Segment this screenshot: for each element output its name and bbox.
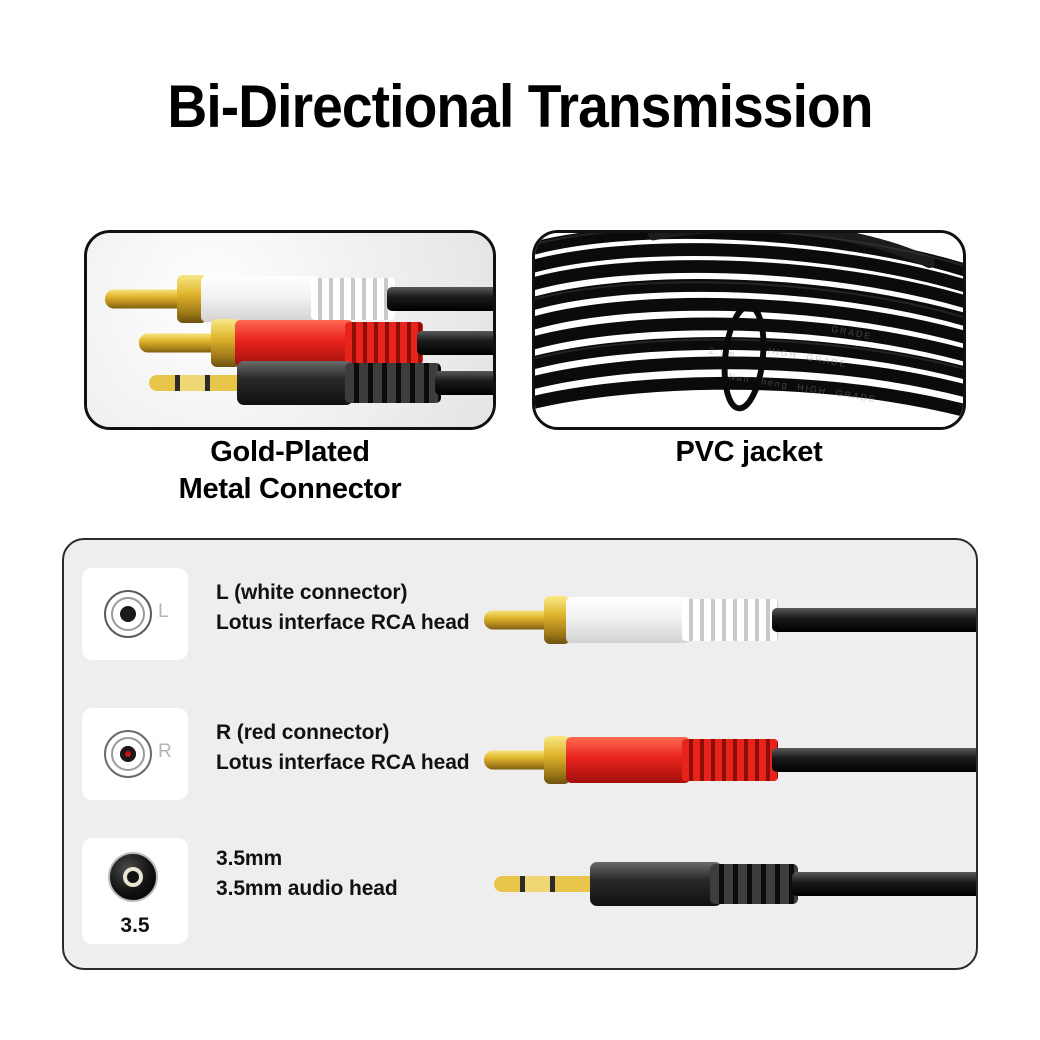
icon-tile-left: L — [82, 568, 188, 660]
spec-title: 3.5mm — [216, 847, 283, 870]
spec-subtitle: 3.5mm audio head — [216, 876, 398, 900]
plug-body-white — [566, 597, 690, 643]
coiled-cable-illustration: Nan sheng HIGH GRADE HIGH GRADE GRADE 2.… — [535, 233, 963, 417]
cable-black — [435, 371, 493, 395]
plug-body-red — [235, 320, 353, 366]
jack-rings — [104, 590, 152, 638]
connector-photo-white — [484, 560, 976, 680]
spec-text-3.5mm: 3.5mm 3.5mm audio head — [216, 844, 398, 904]
rca-connectors-photo — [87, 233, 493, 427]
plug-body-red — [566, 737, 690, 783]
feature-photo-pvc-jacket: Nan sheng HIGH GRADE HIGH GRADE GRADE 2.… — [532, 230, 966, 430]
connector-spec-panel: L L (white connector) Lotus interface RC… — [62, 538, 978, 970]
gold-collar — [544, 596, 570, 644]
spec-subtitle: Lotus interface RCA head — [216, 610, 470, 634]
jack-barrel — [108, 852, 158, 902]
svg-text:2.5m: 2.5m — [708, 345, 737, 359]
audio-jack-3.5mm-icon — [108, 852, 158, 902]
audio-plug-3.5mm — [494, 862, 976, 906]
gold-trs-tip-icon — [149, 375, 245, 391]
coiled-cable-photo: Nan sheng HIGH GRADE HIGH GRADE GRADE 2.… — [535, 233, 963, 427]
spec-text-left: L (white connector) Lotus interface RCA … — [216, 578, 470, 638]
plug-grip-white — [311, 278, 395, 320]
caption-pvc-jacket: PVC jacket — [532, 434, 966, 471]
feature-photo-gold-plated-metal-connector — [84, 230, 496, 430]
gold-pin-icon — [484, 750, 556, 770]
rca-jack-white-icon — [104, 590, 152, 638]
cable-black — [387, 287, 493, 311]
page-title: Bi-Directional Transmission — [167, 73, 873, 140]
gold-pin-icon — [139, 333, 225, 353]
caption-line-1: PVC jacket — [675, 436, 823, 468]
jack-rings — [104, 730, 152, 778]
rca-jack-red-icon — [104, 730, 152, 778]
audio-plug-3.5mm — [149, 361, 493, 405]
gold-trs-tip-icon — [494, 876, 598, 892]
icon-caption-3.5: 3.5 — [120, 914, 150, 937]
connector-photo-red — [484, 700, 976, 820]
jack-hole — [120, 606, 136, 622]
caption-gold-plated-metal-connector: Gold-Plated Metal Connector — [54, 434, 526, 507]
spec-subtitle: Lotus interface RCA head — [216, 750, 470, 774]
plug-body-white — [201, 276, 319, 322]
icon-tile-3.5mm: 3.5 — [82, 838, 188, 944]
plug-grip-red — [345, 322, 423, 364]
spec-title: R (red connector) — [216, 721, 390, 744]
plug-barrel-black — [237, 361, 353, 405]
jack-hole — [120, 746, 136, 762]
connector-photo-3.5mm — [484, 830, 976, 950]
plug-strain-relief — [710, 864, 798, 904]
caption-line-2: Metal Connector — [178, 472, 402, 505]
cable-black — [417, 331, 493, 355]
rca-plug-white — [105, 275, 493, 323]
icon-tile-right: R — [82, 708, 188, 800]
cable-black — [772, 608, 976, 632]
rca-plug-red — [484, 736, 976, 784]
plug-barrel-black — [590, 862, 722, 906]
rca-plug-white — [484, 596, 976, 644]
spec-text-right: R (red connector) Lotus interface RCA he… — [216, 718, 470, 778]
gold-collar — [544, 736, 570, 784]
icon-letter-r: R — [158, 741, 172, 762]
cable-black — [792, 872, 976, 896]
cable-black — [772, 748, 976, 772]
gold-pin-icon — [105, 289, 191, 309]
rca-plug-red — [139, 319, 493, 367]
spec-row-3.5mm: 3.5 3.5mm 3.5mm audio head — [64, 830, 976, 950]
spec-row-left-white: L L (white connector) Lotus interface RC… — [64, 560, 976, 680]
gold-pin-icon — [484, 610, 556, 630]
icon-letter-l: L — [158, 601, 169, 622]
plug-grip-white — [682, 599, 778, 641]
spec-title: L (white connector) — [216, 581, 408, 604]
spec-row-right-red: R R (red connector) Lotus interface RCA … — [64, 700, 976, 820]
caption-line-1: Gold-Plated — [210, 436, 370, 468]
plug-strain-relief — [345, 363, 441, 403]
plug-grip-red — [682, 739, 778, 781]
